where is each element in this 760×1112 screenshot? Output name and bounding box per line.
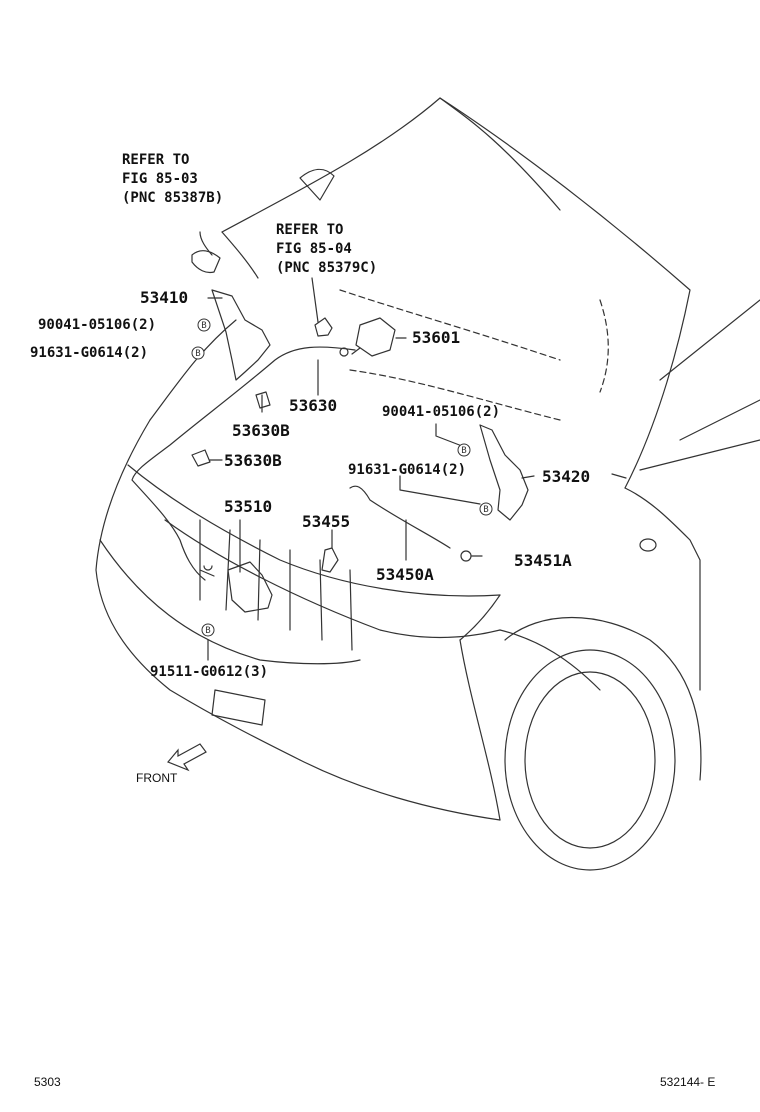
fastener-91631-g0614-left: 91631-G0614(2) xyxy=(30,345,149,361)
part-53450a: 53450A xyxy=(376,565,434,584)
fastener-91511-g0612: 91511-G0612(3) xyxy=(150,664,269,680)
front-wheel xyxy=(504,649,676,871)
hood-lock xyxy=(227,561,273,613)
ref2-line2: FIG 85-04 xyxy=(276,241,352,257)
ref1-line3: (PNC 85387B) xyxy=(122,190,224,206)
release-cable xyxy=(131,346,356,581)
footer-figure-code: 532144- E xyxy=(660,1075,716,1089)
fastener-90041-05106-left: 90041-05106(2) xyxy=(38,317,157,333)
part-53601: 53601 xyxy=(412,328,461,347)
reference-note-2: REFER TO FIG 85-04 (PNC 85379C) xyxy=(276,221,377,278)
front-arrow-icon xyxy=(167,743,207,772)
bolt-marker-4: B xyxy=(479,502,493,516)
svg-text:B: B xyxy=(205,626,210,636)
svg-text:B: B xyxy=(461,446,466,456)
ref1-line2: FIG 85-03 xyxy=(122,171,198,187)
part-53410: 53410 xyxy=(140,288,189,307)
part-53455: 53455 xyxy=(302,512,351,531)
reference-note-1: REFER TO FIG 85-03 (PNC 85387B) xyxy=(122,151,223,208)
ref2-line3: (PNC 85379C) xyxy=(276,260,378,276)
part-53630b-1: 53630B xyxy=(232,421,290,440)
hinge-right xyxy=(479,424,529,521)
fastener-90041-05106-right: 90041-05106(2) xyxy=(382,404,501,420)
front-label: FRONT xyxy=(136,771,178,785)
hinge-left xyxy=(211,289,271,381)
body-outline xyxy=(95,419,301,761)
hood-outline xyxy=(221,97,691,489)
part-53630: 53630 xyxy=(289,396,338,415)
support-rod xyxy=(349,485,451,549)
part-53630b-2: 53630B xyxy=(224,451,282,470)
svg-text:B: B xyxy=(195,349,200,359)
ref2-line1: REFER TO xyxy=(276,222,344,238)
bolt-marker-5: B xyxy=(201,623,215,637)
svg-text:B: B xyxy=(201,321,206,331)
part-53451a: 53451A xyxy=(514,551,572,570)
ref1-line1: REFER TO xyxy=(122,152,190,168)
bolt-marker-1: B xyxy=(197,318,211,332)
bolt-marker-3: B xyxy=(457,443,471,457)
part-53510: 53510 xyxy=(224,497,273,516)
svg-text:B: B xyxy=(483,505,488,515)
bolt-marker-2: B xyxy=(191,346,205,360)
part-53420: 53420 xyxy=(542,467,591,486)
footer-page-code: 5303 xyxy=(34,1075,61,1089)
fastener-91631-g0614-right: 91631-G0614(2) xyxy=(348,462,467,478)
actuator xyxy=(355,317,396,357)
